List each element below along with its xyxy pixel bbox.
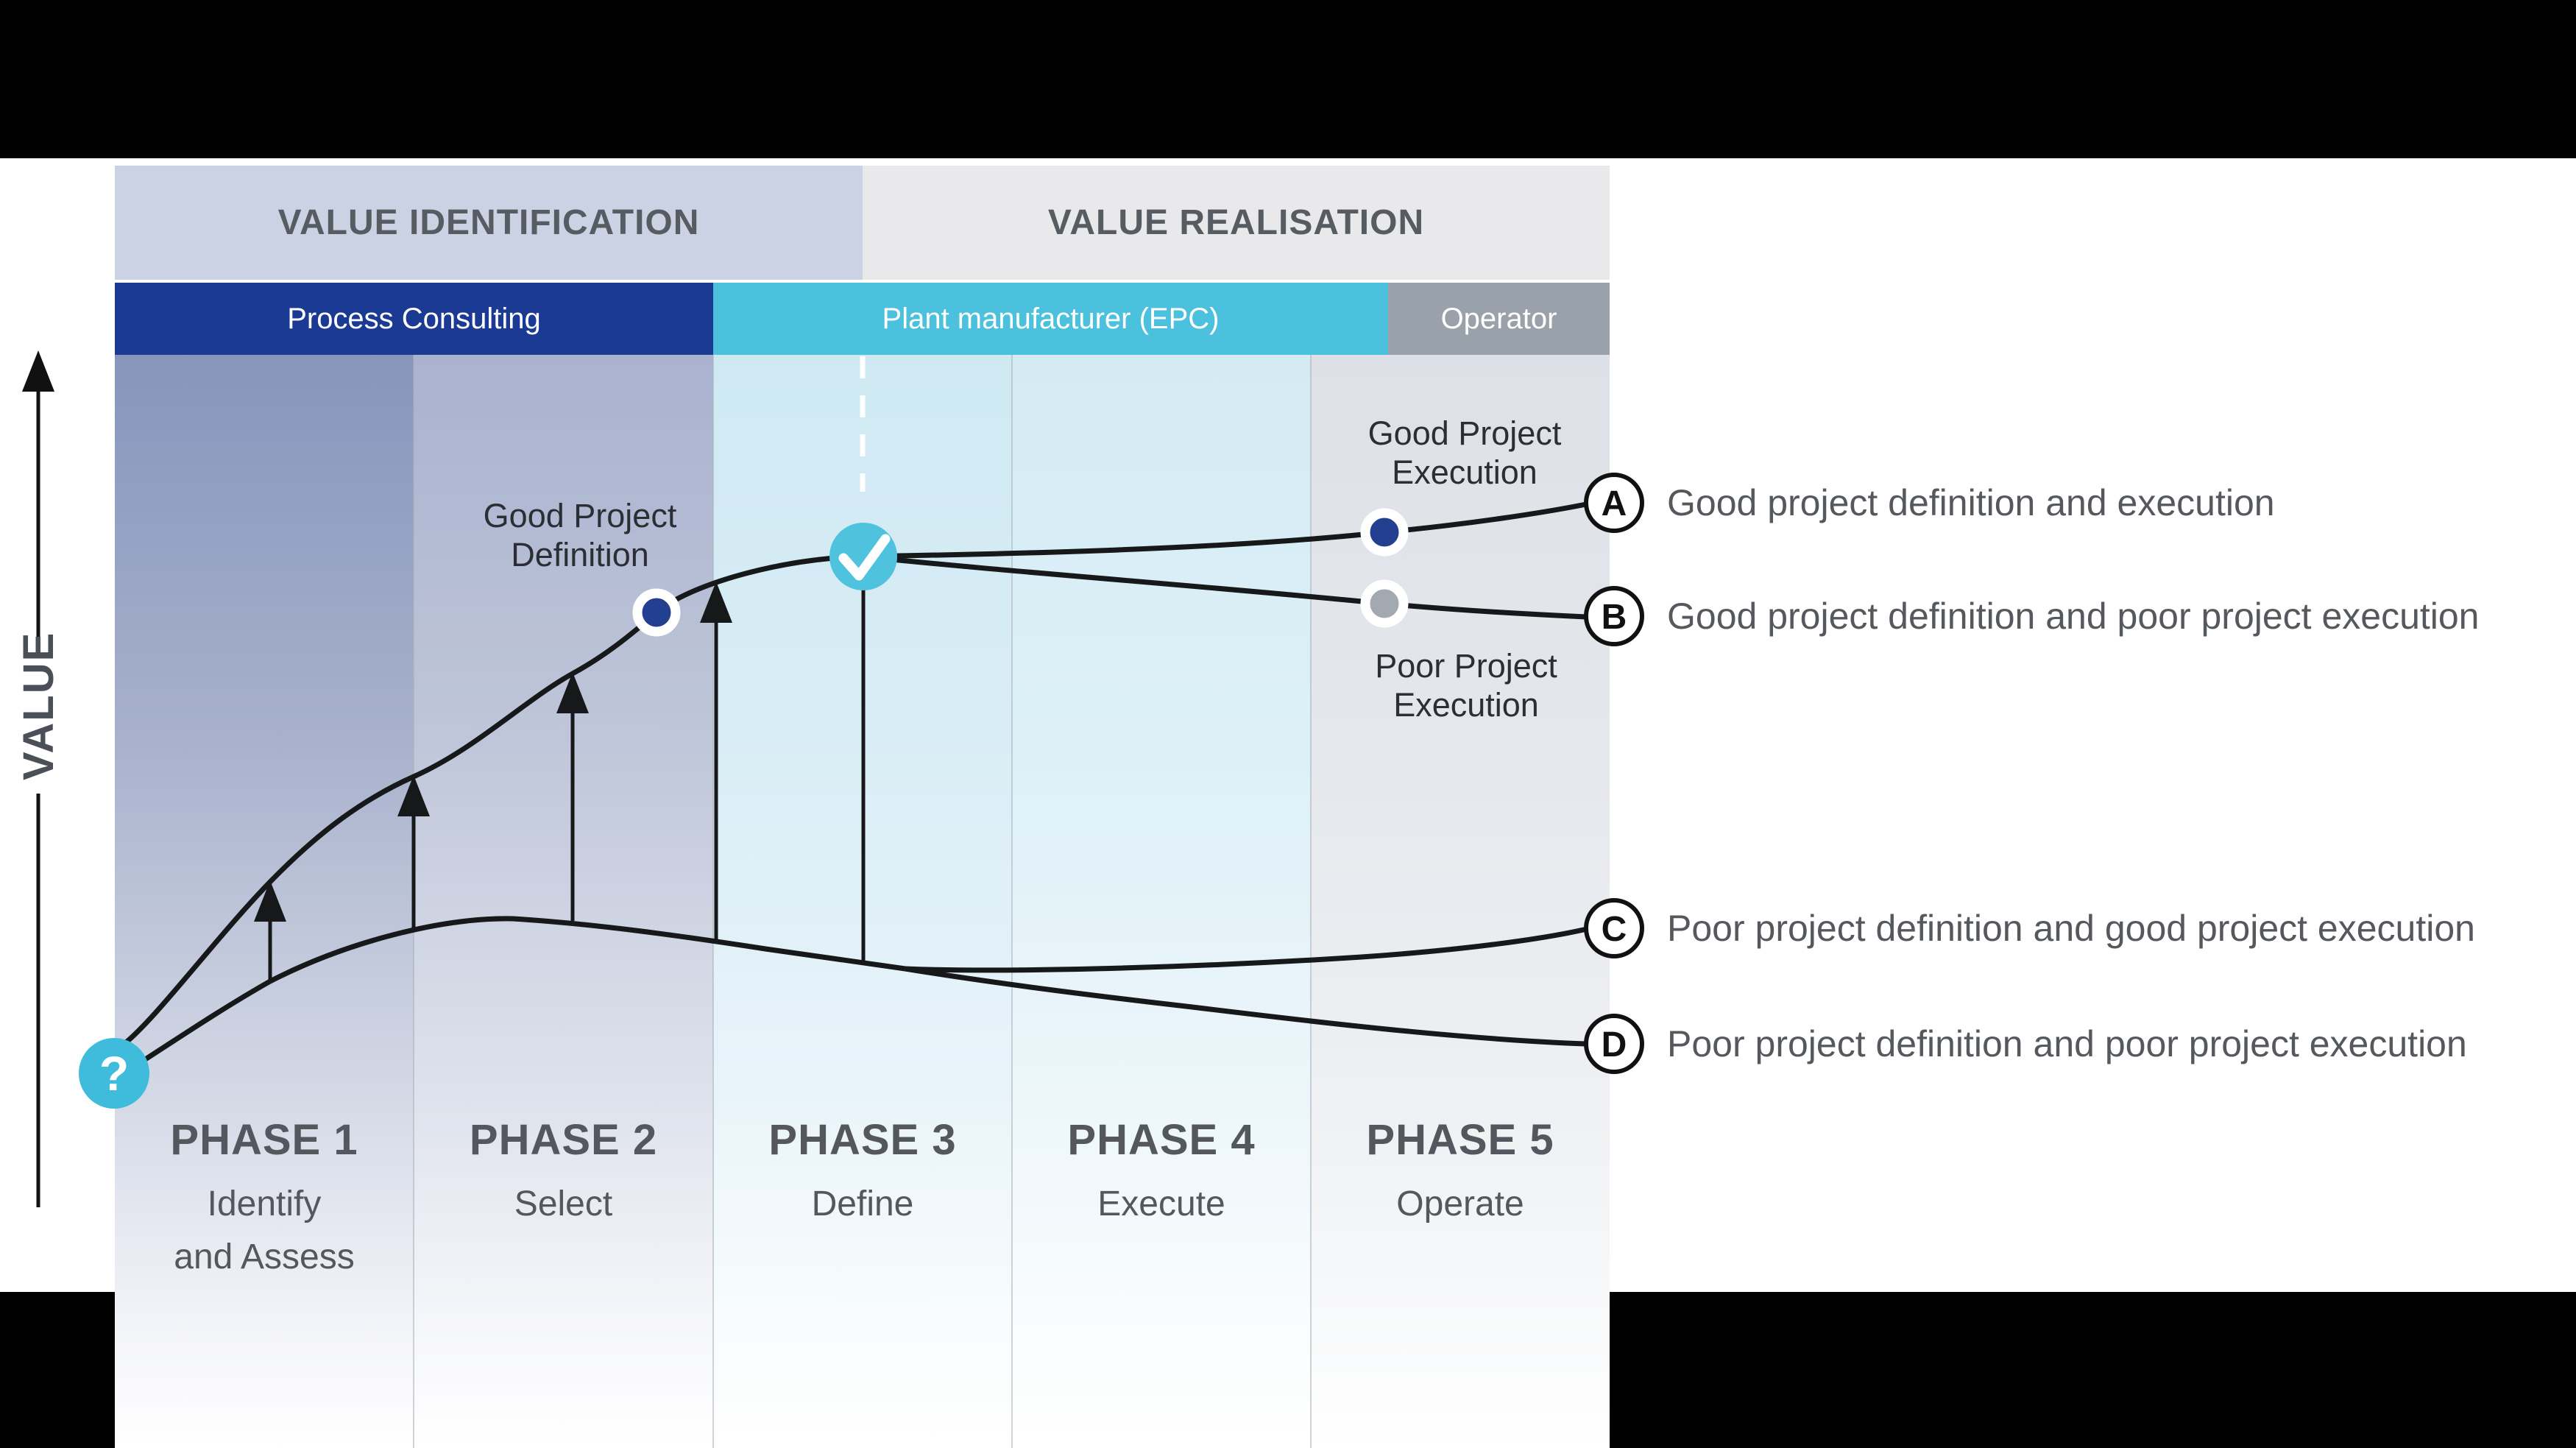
phase-4-subtitle: Execute: [1097, 1184, 1225, 1223]
phase-3-title: PHASE 3: [768, 1116, 957, 1164]
legend-key-d-letter: D: [1602, 1025, 1627, 1064]
legend-key-c: C: [1584, 898, 1644, 958]
good-definition-dot: [632, 588, 681, 637]
question-marker-glyph: ?: [99, 1046, 129, 1101]
good-definition-curve: [123, 554, 864, 1045]
curve-branch-d: [905, 966, 1587, 1047]
phase-2-column: [414, 355, 713, 1448]
poor-project-execution-label: Poor Project Execution: [1375, 647, 1557, 724]
checkmark-marker: [829, 523, 897, 590]
phase-4-title: PHASE 4: [1067, 1116, 1256, 1164]
phase-divider-4-5: [1310, 355, 1312, 1448]
diagram-content-area: VALUE IDENTIFICATION VALUE REALISATION P…: [0, 158, 2576, 1448]
phase-2-title: PHASE 2: [469, 1116, 658, 1164]
phase-5-label: PHASE 5 Operate: [1311, 1115, 1610, 1231]
value-identification-header: VALUE IDENTIFICATION: [115, 166, 863, 280]
legend-key-a-letter: A: [1602, 484, 1627, 523]
phase-2-subtitle: Select: [514, 1184, 613, 1223]
legend-key-d: D: [1584, 1014, 1644, 1074]
plant-manufacturer-label: Plant manufacturer (EPC): [882, 302, 1220, 335]
legend-d-text: Poor project definition and poor project…: [1667, 1023, 2467, 1064]
operator-band: Operator: [1388, 283, 1610, 355]
curve-branch-b: [863, 554, 1587, 620]
phase-3-subtitle: Define: [811, 1184, 914, 1223]
phase-1-subtitle-line2: and Assess: [174, 1237, 355, 1276]
good-execution-dot: [1360, 508, 1409, 557]
curve-branch-c: [905, 926, 1588, 973]
poor-execution-dot: [1360, 579, 1409, 628]
phase-2-label: PHASE 2 Select: [414, 1115, 713, 1231]
value-axis-arrowhead: [22, 350, 54, 392]
good-project-execution-label: Good Project Execution: [1367, 414, 1562, 491]
value-axis: VALUE: [15, 350, 63, 1207]
value-realisation-header: VALUE REALISATION: [863, 166, 1610, 280]
plant-manufacturer-band: Plant manufacturer (EPC): [713, 283, 1388, 355]
poor-definition-curve: [143, 916, 906, 1062]
phase-divider-2-3: [712, 355, 714, 1448]
phase-1-title: PHASE 1: [170, 1116, 358, 1164]
legend-key-c-letter: C: [1602, 910, 1627, 949]
process-consulting-band: Process Consulting: [115, 283, 713, 355]
legend-a-text: Good project definition and execution: [1667, 482, 2275, 523]
legend-b-text: Good project definition and poor project…: [1667, 596, 2480, 637]
operator-label: Operator: [1440, 302, 1557, 335]
phase-4-column: [1012, 355, 1311, 1448]
legend-key-b-letter: B: [1602, 598, 1627, 637]
phase-5-subtitle: Operate: [1396, 1184, 1524, 1223]
legend-key-b: B: [1584, 586, 1644, 646]
legend-key-a: A: [1584, 473, 1644, 533]
value-gap-arrows: [254, 582, 732, 980]
phase-1-label: PHASE 1 Identify and Assess: [115, 1115, 414, 1284]
phase-5-title: PHASE 5: [1366, 1116, 1554, 1164]
value-realisation-label: VALUE REALISATION: [1047, 203, 1425, 242]
phase-1-subtitle-line1: Identify: [207, 1184, 322, 1223]
value-axis-label: VALUE: [15, 632, 63, 780]
legend-c-text: Poor project definition and good project…: [1667, 908, 2475, 949]
value-identification-label: VALUE IDENTIFICATION: [277, 203, 700, 242]
question-marker: ?: [79, 1038, 149, 1109]
check-icon: [838, 534, 891, 581]
process-consulting-label: Process Consulting: [287, 302, 541, 335]
phase-3-label: PHASE 3 Define: [713, 1115, 1012, 1231]
good-project-definition-label: Good Project Definition: [483, 497, 677, 573]
phase-divider-3-4: [1011, 355, 1013, 1448]
phase-4-label: PHASE 4 Execute: [1012, 1115, 1311, 1231]
curve-branch-a: [863, 501, 1587, 559]
